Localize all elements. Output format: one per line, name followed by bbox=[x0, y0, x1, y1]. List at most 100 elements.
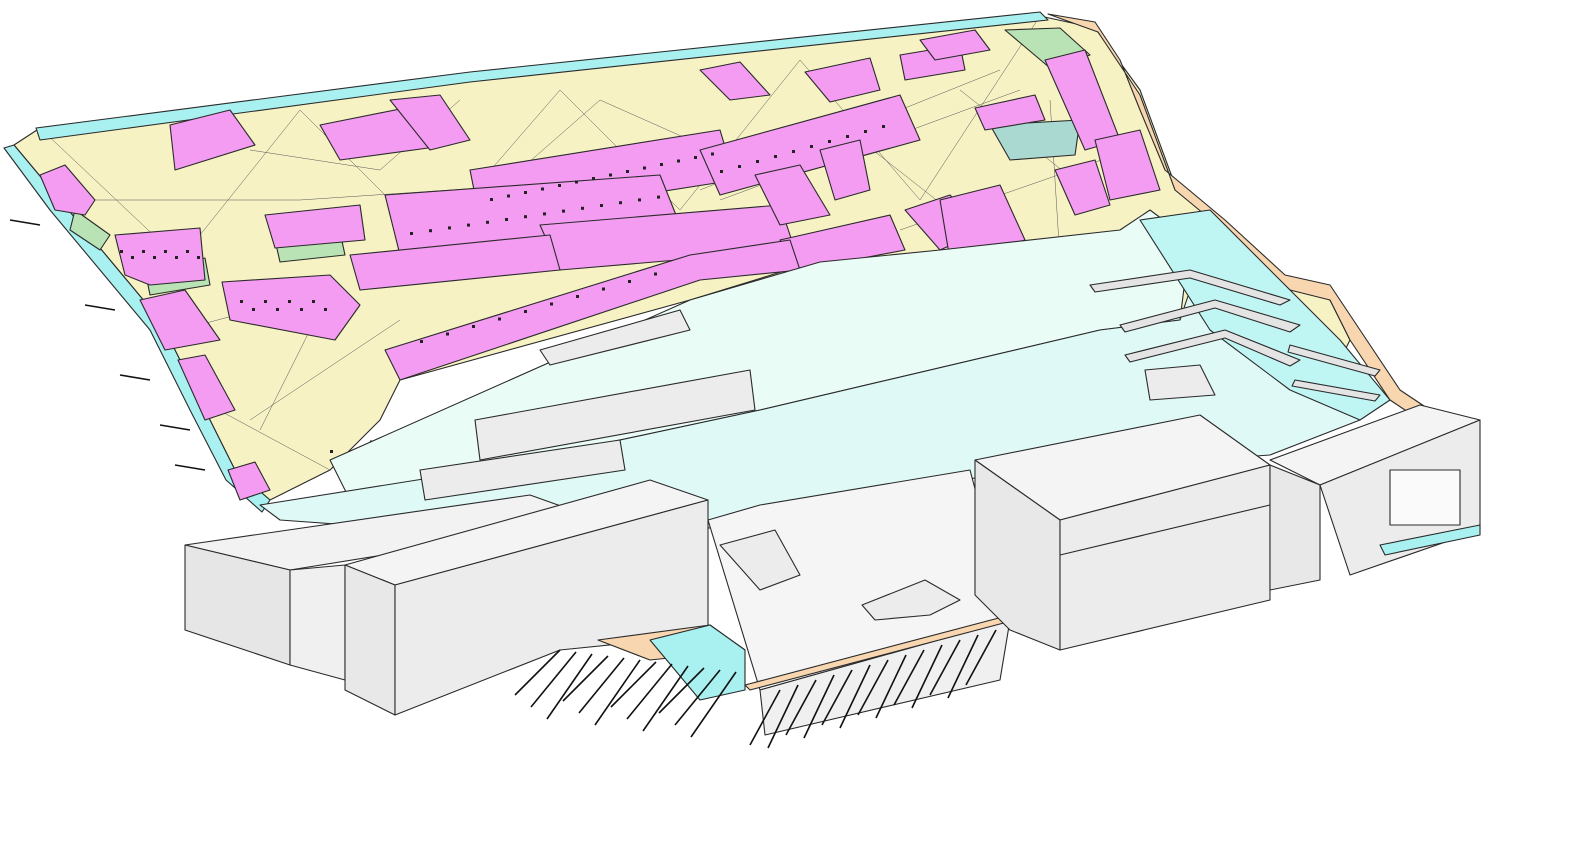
anchor-bolt-marker bbox=[694, 156, 697, 159]
left-block-side bbox=[289, 564, 346, 681]
cyan-slope bbox=[649, 624, 746, 701]
strut bbox=[1089, 269, 1291, 306]
anchor-bolt-marker bbox=[197, 256, 200, 259]
center-block-front bbox=[344, 564, 396, 716]
block-split-line bbox=[1059, 504, 1271, 556]
building bbox=[974, 94, 1046, 131]
top-rim bbox=[35, 11, 1049, 141]
anchor-bolt-marker bbox=[638, 198, 641, 202]
pit-box bbox=[861, 579, 961, 621]
anchor-bolt-marker bbox=[264, 300, 267, 303]
perimeter-edge bbox=[3, 11, 1431, 513]
tieback-anchor bbox=[947, 634, 979, 699]
anchor-bolt-marker bbox=[472, 325, 475, 328]
building bbox=[227, 461, 271, 501]
tieback-anchor bbox=[875, 654, 907, 719]
anchor-bolt-marker bbox=[120, 250, 123, 253]
anchor-bolt-marker bbox=[131, 256, 134, 259]
tieback-anchor bbox=[965, 629, 997, 686]
building bbox=[114, 227, 206, 286]
anchor-bolt-marker bbox=[882, 125, 885, 128]
right-block-side bbox=[1059, 464, 1271, 651]
building bbox=[919, 29, 991, 61]
anchor-bolt-marker bbox=[660, 163, 663, 166]
anchor-bolt-marker bbox=[602, 287, 605, 291]
tube-opening bbox=[1389, 469, 1461, 526]
anchor-bolt-marker bbox=[592, 177, 595, 180]
anchor-bolt-marker bbox=[543, 212, 546, 216]
building bbox=[177, 354, 236, 421]
anchor-bolt-marker bbox=[324, 308, 327, 311]
tieback-anchor bbox=[857, 659, 889, 716]
anchor-bolt-marker bbox=[153, 256, 156, 259]
tieback-anchor bbox=[642, 665, 689, 732]
tieback-anchors bbox=[9, 219, 997, 749]
building bbox=[39, 164, 96, 216]
right-block-front bbox=[974, 459, 1061, 651]
anchor-bolt-marker bbox=[186, 250, 189, 253]
tieback-anchor bbox=[610, 661, 657, 708]
green-zone bbox=[69, 209, 111, 251]
strut bbox=[1119, 299, 1301, 333]
strut bbox=[1124, 329, 1301, 367]
strut-bracing bbox=[1089, 269, 1381, 402]
tieback-anchor bbox=[658, 667, 705, 714]
wall-ledge bbox=[1144, 364, 1216, 401]
anchor-bolt-marker bbox=[609, 173, 612, 177]
pit-hopper bbox=[719, 529, 801, 591]
anchor-bolt-marker bbox=[142, 250, 145, 253]
anchor-bolt-marker bbox=[524, 191, 527, 194]
anchor-bolt-marker bbox=[654, 272, 657, 276]
anchor-bolt-marker bbox=[576, 295, 579, 298]
tieback-anchor bbox=[785, 679, 817, 736]
anchor-bolt-marker bbox=[410, 232, 413, 235]
anchor-bolt-marker bbox=[677, 159, 680, 163]
anchor-bolt-marker bbox=[420, 340, 423, 343]
building bbox=[939, 184, 1026, 261]
anchor-bolt-marker bbox=[643, 166, 646, 170]
tube-side bbox=[1269, 464, 1321, 591]
anchor-bolt-marker bbox=[448, 226, 451, 230]
anchor-bolt-marker bbox=[507, 194, 510, 198]
anchor-bolt-marker bbox=[619, 201, 622, 205]
tieback-anchor bbox=[803, 674, 835, 739]
anchor-bolt-marker bbox=[575, 180, 578, 184]
building bbox=[389, 94, 471, 151]
building bbox=[754, 164, 831, 226]
tieback-anchor bbox=[578, 657, 625, 714]
anchor-bolt-marker bbox=[541, 187, 544, 191]
building bbox=[264, 204, 366, 249]
building bbox=[139, 289, 221, 351]
anchor-bolt-marker bbox=[505, 218, 508, 221]
wall-ledge bbox=[539, 309, 691, 366]
wall-ledge bbox=[474, 369, 756, 461]
anchor-bolt-marker bbox=[524, 310, 527, 313]
anchor-bolt-marker bbox=[657, 195, 660, 199]
tieback-anchor bbox=[546, 653, 593, 720]
wall-ledge bbox=[419, 439, 626, 501]
strut bbox=[1291, 379, 1381, 402]
anchor-bolt-marker bbox=[312, 300, 315, 303]
building bbox=[1094, 129, 1161, 201]
building bbox=[1054, 159, 1111, 216]
tieback-anchor bbox=[9, 219, 41, 226]
anchor-bolt-marker bbox=[558, 184, 561, 187]
anchor-bolt-marker bbox=[626, 170, 629, 173]
tieback-anchor bbox=[530, 651, 577, 708]
anchor-bolt-marker bbox=[252, 308, 255, 311]
anchor-bolt-marker bbox=[600, 204, 603, 207]
building-strip bbox=[349, 234, 561, 291]
anchor-bolt-marker bbox=[276, 308, 279, 311]
anchor-bolt-marker bbox=[330, 450, 333, 453]
anchor-bolt-marker bbox=[467, 223, 470, 227]
anchor-bolt-marker bbox=[711, 152, 714, 156]
tieback-anchor bbox=[929, 639, 961, 696]
tieback-anchor bbox=[839, 664, 871, 729]
anchor-bolt-marker bbox=[175, 256, 178, 259]
tieback-anchor bbox=[514, 649, 561, 696]
anchor-bolt-marker bbox=[774, 155, 777, 158]
tieback-anchor bbox=[562, 655, 609, 702]
anchor-bolt-marker bbox=[164, 250, 167, 253]
tieback-anchor bbox=[767, 684, 799, 749]
